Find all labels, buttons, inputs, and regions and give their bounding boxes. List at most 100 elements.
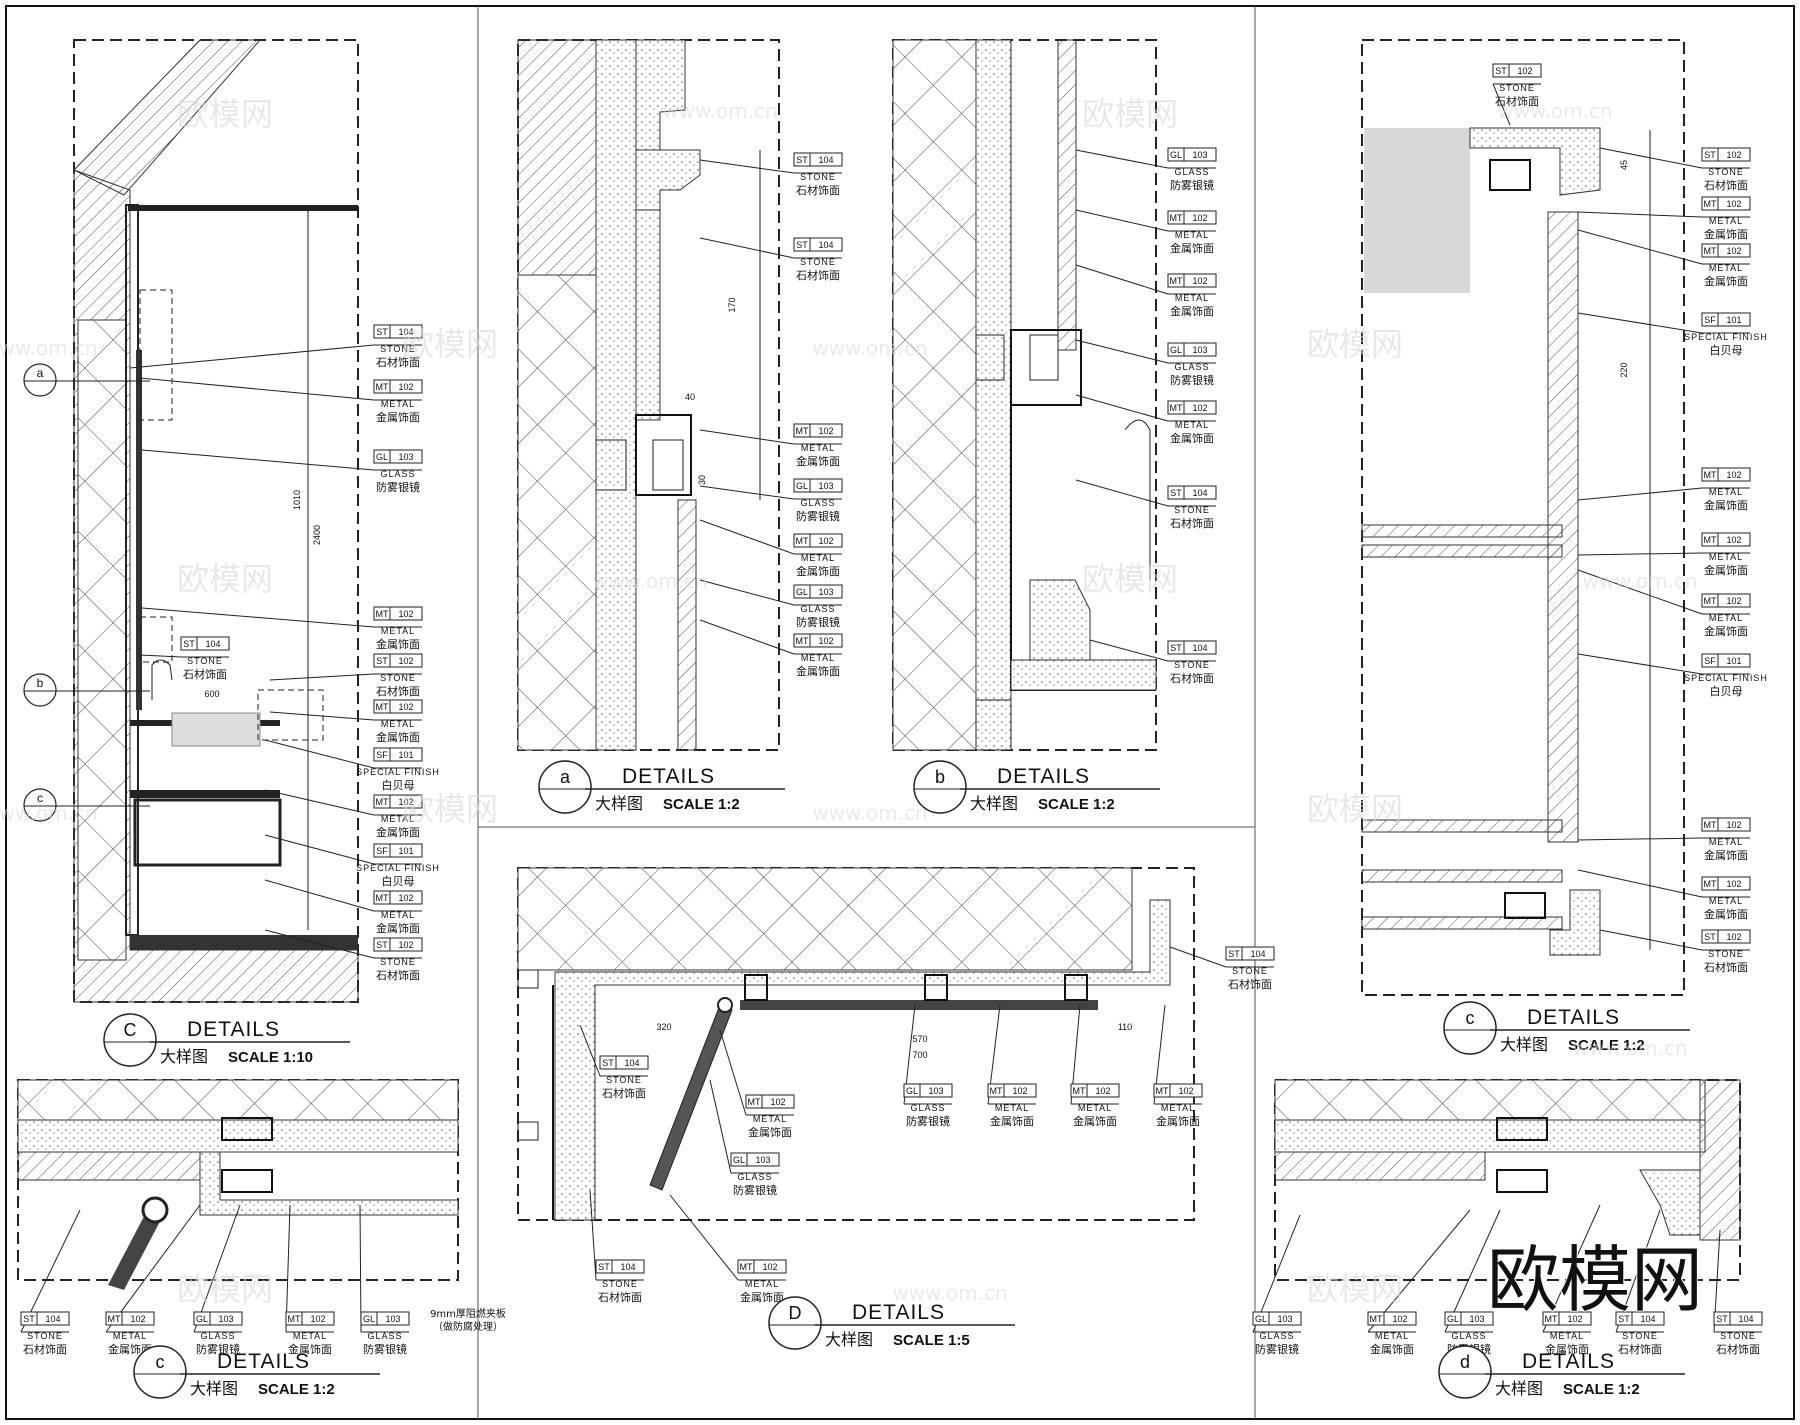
tag-material-cn: 白贝母 [382,874,415,888]
detail-cn-label: 大样图 [1495,1379,1543,1398]
tag-material-cn: 石材饰面 [796,268,840,282]
watermark-url: www.om.cn [812,801,927,825]
watermark-brand: 欧模网 [177,1270,273,1308]
tag-material-cn: 石材饰面 [23,1342,67,1356]
tag-code: MT [796,426,809,436]
tag-code: MT [1704,879,1717,889]
tag-material: METAL [801,653,835,663]
tag-code: MT [288,1314,301,1324]
tag-code: MT [1170,213,1183,223]
tag-material-cn: 金属饰面 [108,1342,152,1356]
watermark-url: www.om.cn [662,99,777,123]
watermark-url: www.om.cn [812,336,927,360]
tag-material-cn: 石材饰面 [1618,1342,1662,1356]
tag-material: METAL [1078,1103,1112,1113]
tag-code: ST [376,656,388,666]
tag-code: MT [1704,470,1717,480]
watermark-brand: 欧模网 [402,790,498,828]
tag-material-cn: 金属饰面 [1170,304,1214,318]
tag-material-cn: 金属饰面 [1170,241,1214,255]
marker-letter: b [37,676,44,690]
tag-number: 102 [1726,199,1741,209]
tag-material: STONE [1499,83,1535,93]
tag-material: METAL [293,1331,327,1341]
tag-number: 102 [818,636,833,646]
tag-material-cn: 白贝母 [1710,684,1743,698]
tag-material: SPECIAL FINISH [356,863,440,873]
tag-material-cn: 石材饰面 [796,183,840,197]
tag-material-cn: 石材饰面 [1495,94,1539,108]
tag-material-cn: 石材饰面 [376,968,420,982]
detail-cn-label: 大样图 [190,1379,238,1398]
tag-number: 102 [398,656,413,666]
tag-material-cn: 金属饰面 [1704,907,1748,921]
dimension-label: 110 [1118,1022,1132,1032]
tag-material: SPECIAL FINISH [356,767,440,777]
tag-material-cn: 防雾银镜 [376,480,420,494]
dimension-label: 30 [697,475,707,485]
tag-number: 101 [1726,656,1741,666]
tag-material-cn: 石材饰面 [1704,960,1748,974]
dimension-label: 570 [912,1034,927,1044]
detail-heading: DETAILS [997,765,1090,788]
dimension-label: 45 [1619,160,1629,170]
tag-code: GL [376,452,388,462]
tag-material-cn: 石材饰面 [376,684,420,698]
tag-number: 102 [1726,596,1741,606]
tag-number: 102 [818,426,833,436]
tag-number: 103 [928,1086,943,1096]
tag-material-cn: 金属饰面 [1704,498,1748,512]
tag-number: 104 [1738,1314,1753,1324]
detail-scale: SCALE 1:10 [228,1049,313,1066]
tag-code: ST [183,639,195,649]
tag-material: STONE [1174,660,1210,670]
tag-number: 103 [1192,345,1207,355]
tag-code: SF [376,846,388,856]
tag-material-cn: 金属饰面 [376,637,420,651]
detail-cn-label: 大样图 [595,794,643,813]
tag-code: GL [1170,345,1182,355]
tag-material: METAL [1550,1331,1584,1341]
tag-material: METAL [1709,837,1743,847]
detail-c-bottom-drawing [17,1079,459,1290]
dimension-label: 320 [656,1022,671,1032]
detail-heading: DETAILS [852,1301,945,1324]
tag-material: METAL [381,626,415,636]
tag-number: 101 [1726,315,1741,325]
tag-material: METAL [381,719,415,729]
dimension-label: 1010 [292,490,302,510]
tag-material-cn: 金属饰面 [376,730,420,744]
tag-material-cn: 金属饰面 [1156,1114,1200,1128]
tag-code: MT [108,1314,121,1324]
tag-number: 104 [624,1058,639,1068]
tag-material-cn: 金属饰面 [748,1125,792,1139]
tag-number: 101 [398,846,413,856]
detail-d-drawing [1274,1079,1741,1281]
tag-number: 102 [398,893,413,903]
tag-code: SF [376,750,388,760]
section-marker-c: c [23,788,150,822]
tag-code: ST [1170,488,1182,498]
tag-material: SPECIAL FINISH [1684,673,1768,683]
sheet-frame [5,5,1795,1420]
tag-number: 102 [130,1314,145,1324]
tag-code: MT [748,1097,761,1107]
tag-material: METAL [1175,420,1209,430]
